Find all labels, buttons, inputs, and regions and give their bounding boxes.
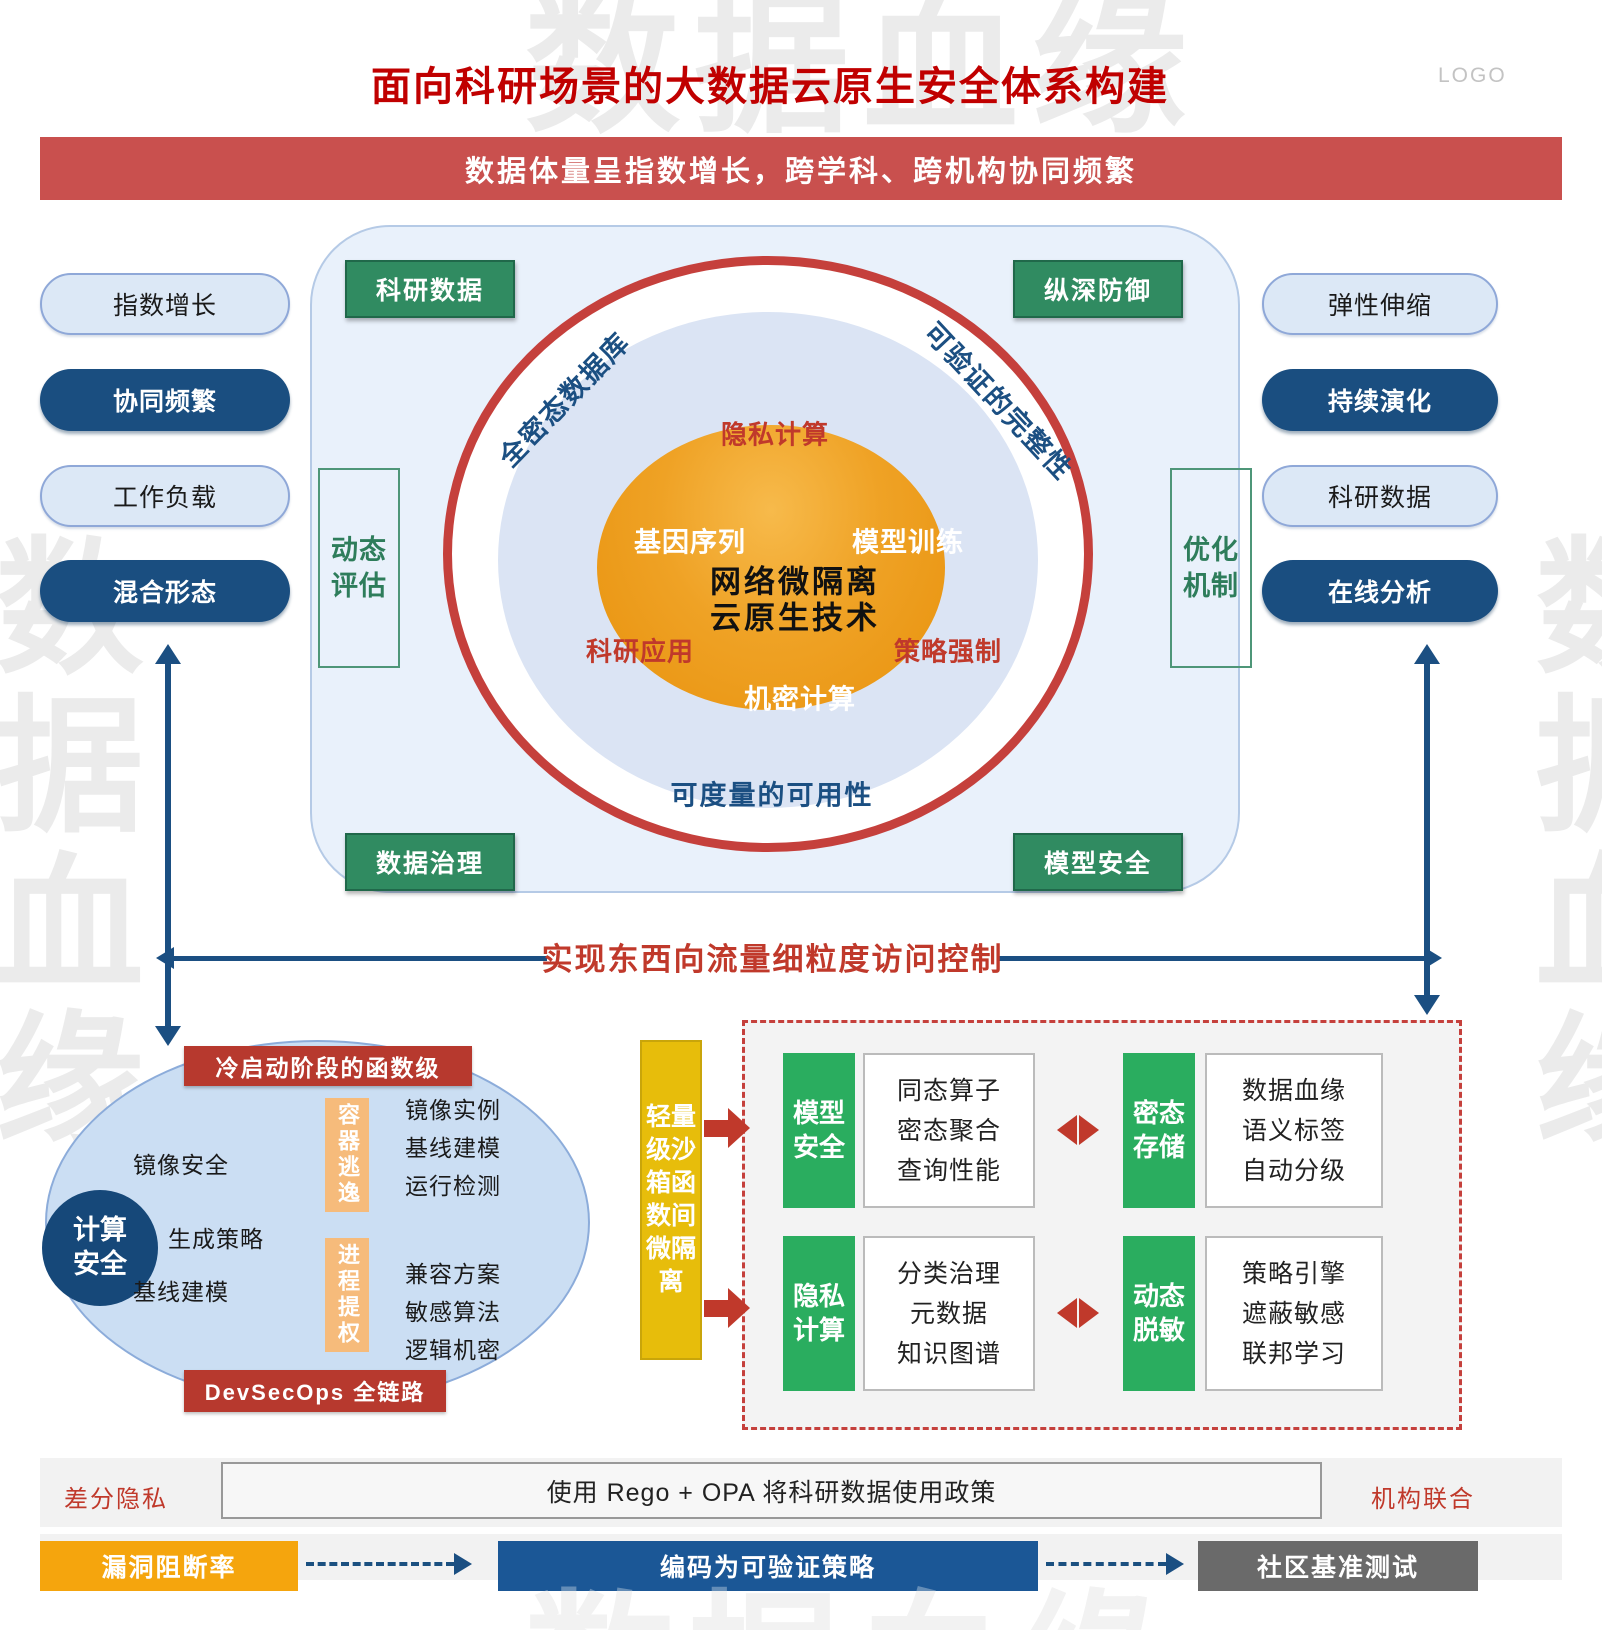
swap-icon-row1-left [1057, 1115, 1077, 1145]
cluster-list-bottom: 兼容方案 敏感算法 逻辑机密 [405, 1256, 501, 1370]
swap-icon-row2-left [1057, 1298, 1077, 1328]
left-pill-exponential-growth: 指数增长 [40, 273, 290, 335]
matrix-detail-line: 联邦学习 [1241, 1339, 1346, 1368]
right-pill-research-data: 科研数据 [1262, 465, 1498, 527]
matrix-detail-data-lineage: 数据血缘 语义标签 自动分级 [1205, 1053, 1383, 1208]
cluster-note-image-security: 镜像安全 [133, 1152, 229, 1178]
matrix-detail-policy-engine: 策略引擎 遮蔽敏感 联邦学习 [1205, 1236, 1383, 1391]
cluster-list-bottom-item: 兼容方案 [405, 1261, 501, 1287]
left-vertical-connector [165, 662, 171, 1030]
block-arrow-top-head [728, 1108, 750, 1148]
cluster-list-bottom-item: 逻辑机密 [405, 1336, 501, 1363]
cluster-list-top: 镜像实例 基线建模 运行检测 [405, 1092, 501, 1206]
matrix-label-dynamic-masking: 动态脱敏 [1123, 1236, 1195, 1391]
matrix-detail-line: 数据血缘 [1241, 1076, 1346, 1105]
matrix-detail-line: 策略引擎 [1241, 1259, 1346, 1288]
matrix-detail-line: 分类治理 [896, 1259, 1001, 1288]
core-ellipse [597, 425, 945, 710]
right-pill-elastic-scaling: 弹性伸缩 [1262, 273, 1498, 335]
block-arrow-top-shaft [704, 1120, 728, 1137]
pipeline-arrowhead-1 [454, 1553, 472, 1575]
side-box-optimization-mechanism: 优化机制 [1170, 468, 1252, 668]
watermark-left: 数据血缘 [0, 530, 138, 1162]
left-pill-hybrid-form: 混合形态 [40, 560, 290, 622]
side-box-dynamic-assessment: 动态评估 [318, 468, 400, 668]
matrix-label-model-security: 模型安全 [783, 1053, 855, 1208]
capability-matrix-panel: 模型安全 同态算子 密态聚合 查询性能 密态存储 数据血缘 语义标签 自动分级 … [742, 1020, 1462, 1430]
flow-caption: 实现东西向流量细粒度访问控制 [541, 942, 1004, 977]
matrix-detail-line: 同态算子 [896, 1076, 1001, 1105]
matrix-detail-line: 查询性能 [896, 1156, 1001, 1185]
matrix-label-privacy-computing: 隐私计算 [783, 1236, 855, 1391]
swap-icon-row2-right [1079, 1298, 1099, 1328]
cluster-list-bottom-item: 敏感算法 [405, 1298, 501, 1325]
corner-box-research-data: 科研数据 [345, 260, 515, 318]
right-pill-continuous-evolution: 持续演化 [1262, 369, 1498, 431]
policy-left-differential-privacy: 差分隐私 [64, 1486, 168, 1513]
horizontal-connector-left [172, 956, 547, 961]
matrix-detail-homomorphic: 同态算子 密态聚合 查询性能 [863, 1053, 1035, 1208]
core-label-research-application: 科研应用 [585, 636, 695, 667]
policy-right-institution-federation: 机构联合 [1371, 1486, 1475, 1513]
right-connector-up-arrowhead [1414, 644, 1440, 664]
cluster-list-top-item: 基线建模 [405, 1134, 501, 1161]
pipeline-step-encode-verifiable-policy: 编码为可验证策略 [498, 1541, 1038, 1591]
right-pill-online-analysis: 在线分析 [1262, 560, 1498, 622]
logo-placeholder: LOGO [1438, 64, 1507, 87]
cluster-tag-privilege-escalation: 进程提权 [325, 1238, 369, 1352]
page-title: 面向科研场景的大数据云原生安全体系构建 [371, 65, 1169, 109]
core-center-line1: 网络微隔离 [710, 564, 880, 600]
matrix-detail-classification: 分类治理 元数据 知识图谱 [863, 1236, 1035, 1391]
corner-box-data-governance: 数据治理 [345, 833, 515, 891]
pipeline-dashed-connector-1 [306, 1562, 454, 1566]
core-center-text: 网络微隔离 云原生技术 [710, 564, 880, 635]
core-label-gene-sequence: 基因序列 [634, 527, 746, 558]
headline-banner: 数据体量呈指数增长，跨学科、跨机构协同频繁 [40, 137, 1562, 200]
core-label-model-training: 模型训练 [852, 527, 964, 558]
matrix-detail-line: 自动分级 [1241, 1156, 1346, 1185]
cluster-tag-container-escape: 容器逃逸 [325, 1098, 369, 1212]
matrix-detail-line: 元数据 [909, 1299, 988, 1328]
matrix-detail-line: 语义标签 [1241, 1116, 1346, 1145]
ring-label-measurable-availability: 可度量的可用性 [670, 780, 874, 811]
compute-security-badge: 计算安全 [42, 1190, 158, 1306]
right-connector-down-arrowhead [1414, 995, 1440, 1015]
left-connector-up-arrowhead [155, 644, 181, 664]
block-arrow-bottom-shaft [704, 1300, 728, 1317]
pipeline-step-community-benchmark: 社区基准测试 [1198, 1541, 1478, 1591]
cluster-note-generate-policy: 生成策略 [168, 1226, 264, 1252]
core-label-policy-enforcement: 策略强制 [893, 636, 1003, 667]
pipeline-step-vulnerability-block-rate: 漏洞阻断率 [40, 1541, 298, 1591]
policy-statement-box: 使用 Rego + OPA 将科研数据使用政策 [221, 1462, 1322, 1519]
matrix-detail-line: 知识图谱 [896, 1339, 1001, 1368]
core-center-line2: 云原生技术 [710, 600, 880, 635]
pipeline-arrowhead-2 [1166, 1553, 1184, 1575]
left-connector-down-arrowhead [155, 1026, 181, 1046]
corner-box-model-security: 模型安全 [1013, 833, 1183, 891]
horizontal-right-arrowhead [1424, 947, 1442, 969]
watermark-right: 数据血缘 [1513, 530, 1602, 1162]
horizontal-left-arrowhead [156, 947, 174, 969]
cluster-note-baseline-modeling: 基线建模 [133, 1279, 229, 1305]
sandbox-bar: 轻量级沙箱函数间微隔离 [640, 1040, 702, 1360]
cluster-list-top-item: 运行检测 [405, 1172, 501, 1199]
right-vertical-connector [1424, 662, 1430, 998]
core-label-confidential-computing: 机密计算 [744, 684, 856, 715]
pipeline-dashed-connector-2 [1046, 1562, 1166, 1566]
cluster-top-banner: 冷启动阶段的函数级 [184, 1046, 472, 1086]
corner-box-defense-in-depth: 纵深防御 [1013, 260, 1183, 318]
left-pill-workload: 工作负载 [40, 465, 290, 527]
cluster-list-top-item: 镜像实例 [405, 1097, 501, 1123]
core-label-privacy-computing: 隐私计算 [720, 419, 830, 450]
matrix-detail-line: 密态聚合 [896, 1116, 1001, 1145]
left-pill-frequent-collaboration: 协同频繁 [40, 369, 290, 431]
block-arrow-bottom-head [728, 1288, 750, 1328]
horizontal-connector-right [998, 956, 1428, 961]
matrix-label-encrypted-storage: 密态存储 [1123, 1053, 1195, 1208]
matrix-detail-line: 遮蔽敏感 [1241, 1299, 1346, 1328]
swap-icon-row1-right [1079, 1115, 1099, 1145]
cluster-bottom-banner: DevSecOps 全链路 [184, 1370, 446, 1412]
